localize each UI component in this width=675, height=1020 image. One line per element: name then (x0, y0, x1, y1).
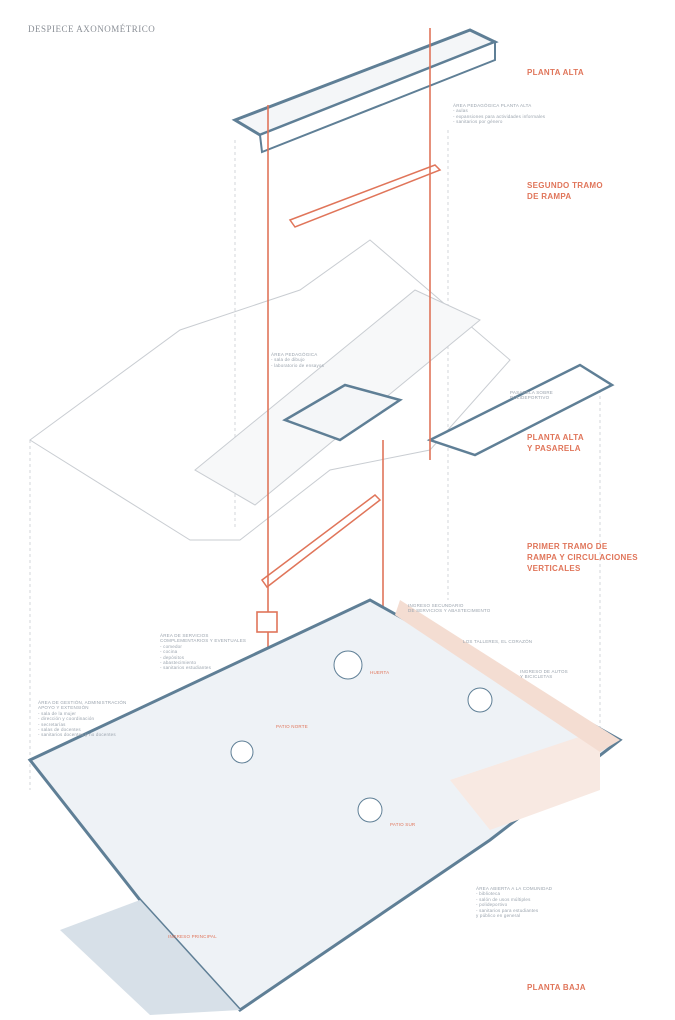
pedagogic-box (282, 383, 403, 442)
note-line: - secretarías (38, 721, 66, 727)
note-line: POLIDEPORTIVO (510, 395, 550, 401)
label-line: Y PASARELA (527, 444, 581, 453)
note-line: - biblioteca (476, 891, 501, 897)
note-line: Y BICICLETAS (520, 674, 553, 680)
note-line: - sala de dibujo (271, 357, 305, 363)
note-line: - sala de la mujer (38, 710, 77, 716)
note-line: APOYO Y EXTENSIÓN (38, 705, 89, 711)
note-line: - aulas (453, 108, 468, 114)
tag-patio-sur: PATIO SUR (390, 822, 416, 827)
note-talleres: LOS TALLERES, EL CORAZÓN (463, 639, 532, 644)
note-line: ÁREA DE GESTIÓN, ADMINISTRACIÓN (38, 700, 127, 705)
note-pedagogica: ÁREA PEDAGÓGICA - sala de dibujo - labor… (271, 352, 324, 368)
note-line: - cocina (160, 649, 178, 655)
note-line: ÁREA ABIERTA A LA COMUNIDAD (476, 886, 553, 891)
note-line: - depósitos (160, 654, 185, 660)
label-line: SEGUNDO TRAMO (527, 181, 603, 190)
note-gestion: ÁREA DE GESTIÓN, ADMINISTRACIÓN APOYO Y … (38, 700, 126, 738)
note-pasarela: PASARELA SOBRE POLIDEPORTIVO (510, 390, 553, 401)
level-label-planta-baja: PLANTA BAJA (527, 983, 586, 992)
note-line: - dirección y coordinación (38, 716, 95, 722)
note-line: DE SERVICIOS Y ABASTECIMIENTO (408, 608, 491, 614)
label-line: RAMPA Y CIRCULACIONES (527, 553, 638, 562)
level-label-primer-tramo: PRIMER TRAMO DE RAMPA Y CIRCULACIONES VE… (527, 541, 638, 574)
note-comunidad: ÁREA ABIERTA A LA COMUNIDAD - biblioteca… (476, 886, 552, 918)
note-line: ÁREA PEDAGÓGICA (271, 352, 318, 357)
note-line: ÁREA DE SERVICIOS (160, 633, 209, 638)
note-pedagogica-alta: ÁREA PEDAGÓGICA PLANTA ALTA - aulas - ex… (453, 103, 545, 125)
note-line: - sanitarios para estudiantes (476, 907, 539, 913)
tag-ingreso-principal: INGRESO PRINCIPAL (168, 934, 217, 939)
label-line: PLANTA ALTA (527, 433, 584, 442)
level-label-planta-alta: PLANTA ALTA (527, 68, 584, 77)
note-line: - polideportivo (476, 902, 508, 908)
upper-floor-block (231, 28, 499, 154)
note-line: COMPLEMENTARIOS Y EVENTUALES (160, 638, 247, 644)
note-line: ÁREA PEDAGÓGICA PLANTA ALTA (453, 103, 532, 108)
label-line: DE RAMPA (527, 192, 572, 201)
note-line: - laboratorio de ensayos (271, 362, 325, 368)
note-servicios: ÁREA DE SERVICIOS COMPLEMENTARIOS Y EVEN… (160, 633, 246, 671)
note-line: - sanitarios docentes y no docentes (38, 732, 116, 738)
note-line: - salón de usos múltiples (476, 896, 531, 902)
note-line: - sanitarios por género (453, 119, 503, 125)
note-ingreso-autos: INGRESO DE AUTOS Y BICICLETAS (520, 669, 568, 680)
tag-huerta: HUERTA (370, 670, 390, 675)
note-line: INGRESO SECUNDARIO (408, 603, 464, 608)
trees (230, 650, 493, 823)
ground-floor (27, 598, 623, 1015)
note-line: - expansiones para actividades informale… (453, 113, 546, 119)
note-line: y público en general (476, 913, 521, 919)
note-line: - comedor (160, 643, 183, 649)
label-line: PRIMER TRAMO DE (527, 542, 608, 551)
page-title: DESPIECE AXONOMÉTRICO (28, 24, 156, 34)
level-label-segundo-tramo: SEGUNDO TRAMO DE RAMPA (527, 180, 603, 202)
tag-patio-norte: PATIO NORTE (276, 724, 308, 729)
upper-floor-walkway (29, 239, 511, 541)
second-ramp (288, 164, 442, 228)
walkway (426, 363, 615, 457)
first-ramp (260, 494, 382, 589)
level-label-planta-alta-pasarela: PLANTA ALTA Y PASARELA (527, 432, 584, 454)
note-line: - salas de docentes (38, 727, 81, 733)
note-line: - abastecimiento (160, 660, 197, 666)
note-ingreso-secundario: INGRESO SECUNDARIO DE SERVICIOS Y ABASTE… (408, 603, 491, 614)
note-line: LOS TALLERES, EL CORAZÓN (463, 639, 533, 644)
note-line: - sanitarios estudiantes (160, 665, 212, 671)
note-line: PASARELA SOBRE (510, 390, 553, 395)
note-line: INGRESO DE AUTOS (520, 669, 568, 674)
label-line: VERTICALES (527, 564, 581, 573)
